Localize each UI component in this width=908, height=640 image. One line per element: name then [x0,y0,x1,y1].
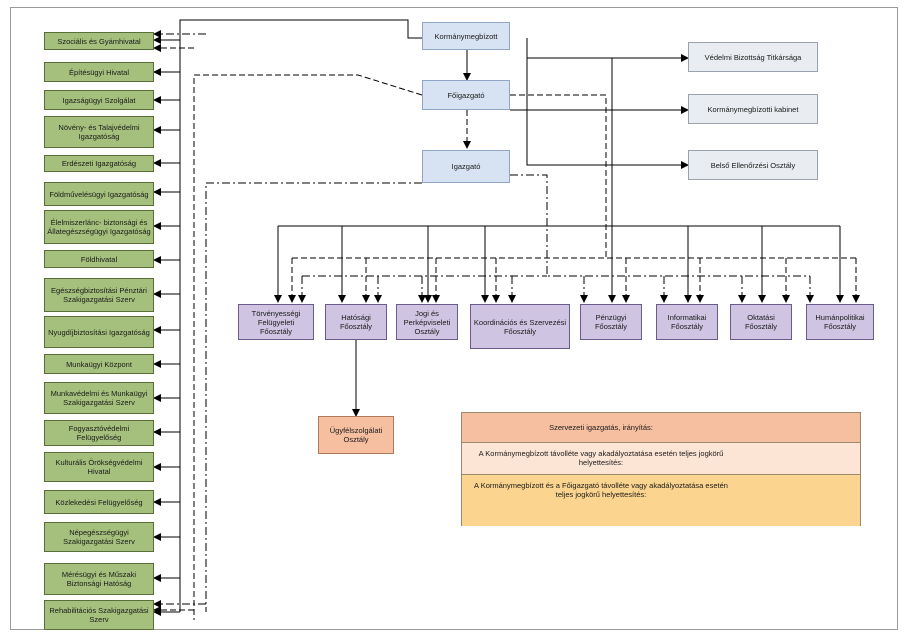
legend: Szervezeti igazgatás, irányítás: A Kormá… [461,412,861,526]
department-box: Pénzügyi Főosztály [580,304,642,340]
left-office-box: Földművelésügyi Igazgatóság [44,182,154,206]
legend-row-dashed: A Kormánymegbízott távolléte vagy akadál… [462,442,860,474]
right-box-kabinet: Kormánymegbízotti kabinet [688,94,818,124]
left-office-box: Földhivatal [44,250,154,268]
left-office-box: Munkaügyi Központ [44,354,154,374]
right-box-belso: Belső Ellenőrzési Osztály [688,150,818,180]
left-office-box: Mérésügyi és Műszaki Biztonsági Hatóság [44,563,154,595]
left-office-box: Igazságügyi Szolgálat [44,90,154,110]
legend-text-dashed: A Kormánymegbízott távolléte vagy akadál… [478,449,724,467]
left-office-box: Nyugdíjbiztosítási Igazgatóság [44,316,154,348]
department-box: Koordinációs és Szervezési Főosztály [470,304,570,349]
foigazgato-box: Főigazgató [422,80,510,110]
legend-text-dashdot: A Kormánymegbízott és a Főigazgató távol… [474,481,728,499]
left-office-box: Egészségbiztosítási Pénztári Szakigazgat… [44,278,154,312]
department-box: Humánpolitikai Főosztály [806,304,874,340]
left-office-box: Erdészeti Igazgatóság [44,155,154,172]
right-box-vedelmi: Védelmi Bizottság Titkársága [688,42,818,72]
department-box: Törvényességi Felügyeleti Főosztály [238,304,314,340]
left-office-box: Közlekedési Felügyelőség [44,490,154,514]
left-office-box: Élelmiszerlánc- biztonsági és Állategész… [44,210,154,244]
department-box: Oktatási Főosztály [730,304,792,340]
department-box: Informatikai Főosztály [656,304,718,340]
legend-row-dashdot: A Kormánymegbízott és a Főigazgató távol… [462,474,860,526]
left-office-box: Népegészségügyi Szakigazgatási Szerv [44,522,154,552]
legend-row-solid: Szervezeti igazgatás, irányítás: [462,413,860,442]
department-box: Jogi és Perképviseleti Osztály [396,304,458,340]
left-office-box: Fogyasztóvédelmi Felügyelőség [44,420,154,446]
diagram-frame [10,7,898,630]
legend-text-solid: Szervezeti igazgatás, irányítás: [549,423,653,432]
left-office-box: Növény- és Talajvédelmi Igazgatóság [44,116,154,148]
department-box: Hatósági Főosztály [325,304,387,340]
igazgato-box: Igazgató [422,150,510,183]
left-office-box: Rehabilitációs Szakigazgatási Szerv [44,600,154,630]
left-office-box: Építésügyi Hivatal [44,62,154,82]
kormanymegbizott-box: Kormánymegbízott [422,22,510,50]
ugyfelszolgalat-box: Ügyfélszolgálati Osztály [318,416,394,454]
left-office-box: Munkavédelmi és Munkaügyi Szakigazgatási… [44,382,154,414]
left-office-box: Szociális és Gyámhivatal [44,32,154,50]
left-office-box: Kulturális Örökségvédelmi Hivatal [44,452,154,482]
